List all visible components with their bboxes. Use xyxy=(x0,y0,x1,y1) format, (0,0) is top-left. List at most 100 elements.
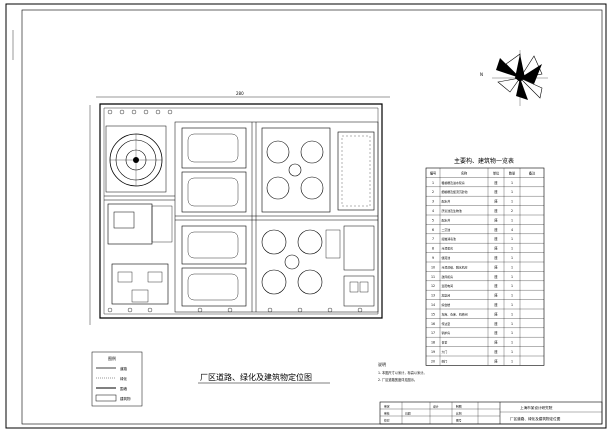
table-title: 主要构、建筑物一览表 xyxy=(454,157,514,165)
table-cell-unit: 座 xyxy=(494,255,498,260)
north-arrow-icon: N xyxy=(480,50,548,106)
table-cell-unit: 座 xyxy=(494,358,498,363)
table-cell-qty: 1 xyxy=(511,190,513,194)
table-cell-qty: 1 xyxy=(511,247,513,251)
table-cell-no: 9 xyxy=(432,256,434,260)
table-cell-no: 3 xyxy=(432,200,434,204)
table-cell-qty: 1 xyxy=(511,218,513,222)
table-cell-no: 17 xyxy=(431,331,435,335)
project-name: 厂区道路、绿化及建筑物定位图 xyxy=(510,416,561,421)
table-cell-name: 食堂 xyxy=(442,340,448,345)
title-field: 校对 xyxy=(384,419,390,423)
table-cell-qty: 1 xyxy=(511,275,513,279)
dim-top: 280 xyxy=(236,91,244,96)
table-cell-no: 2 xyxy=(432,190,434,194)
table-cell-qty: 1 xyxy=(511,181,513,185)
site-boundary xyxy=(99,103,383,319)
drawing-title: 厂区道路、绿化及建筑物定位图 xyxy=(200,372,312,382)
title-field: 审定 xyxy=(384,405,390,409)
table-cell-unit: 座 xyxy=(494,349,498,354)
table-cell-unit: 座 xyxy=(494,199,498,204)
company-name: 上海市某设计研究院 xyxy=(520,405,553,410)
title-field: 日期 xyxy=(405,412,411,416)
notes: 说明 1. 本图尺寸以米计，标高以米计。 2. 厂区道路宽度详见图示。 xyxy=(378,361,427,382)
table-cell-unit: 座 xyxy=(494,330,498,335)
table-cell-qty: 1 xyxy=(511,303,513,307)
table-cell-qty: 1 xyxy=(511,294,513,298)
table-cell-no: 16 xyxy=(431,322,435,326)
note-line: 1. 本图尺寸以米计，标高以米计。 xyxy=(378,370,427,375)
title-field: 审核 xyxy=(384,412,390,416)
table-cell-no: 11 xyxy=(431,275,435,279)
note-line: 2. 厂区道路宽度详见图示。 xyxy=(378,377,417,382)
table-header: 单位 xyxy=(493,170,500,175)
site-plan xyxy=(99,103,383,319)
table-cell-qty: 1 xyxy=(511,341,513,345)
table-cell-qty: 1 xyxy=(511,200,513,204)
table-cell-unit: 座 xyxy=(494,208,498,213)
table-cell-no: 6 xyxy=(432,228,434,232)
table-cell-name: 污泥泵房 xyxy=(442,246,454,251)
table-cell-no: 4 xyxy=(432,209,434,213)
table-cell-name: 接触消毒池 xyxy=(442,236,457,241)
table-cell-unit: 座 xyxy=(494,293,498,298)
legend-item: 绿化 xyxy=(120,376,127,381)
table-cell-unit: 座 xyxy=(494,283,498,288)
table-cell-qty: 1 xyxy=(511,312,513,316)
legend-item: 围墙 xyxy=(120,386,127,391)
table-cell-unit: 座 xyxy=(494,227,498,232)
table-cell-no: 5 xyxy=(432,218,434,222)
title-field: 图号 xyxy=(456,419,462,423)
table-cell-qty: 1 xyxy=(511,322,513,326)
title-block: 审定 审核 校对 设计 制图 比例 图号 日期 上海市某设计研究院 厂区道路、绿… xyxy=(379,401,603,425)
table-border xyxy=(425,167,545,366)
table-cell-name: 粗格栅及进水泵房 xyxy=(442,180,465,185)
table-cell-name: 加氯间 xyxy=(442,293,451,298)
table-cell-no: 13 xyxy=(431,294,435,298)
table-cell-name: 二沉池 xyxy=(442,227,451,232)
table-header: 编号 xyxy=(430,170,436,175)
table-cell-no: 1 xyxy=(432,181,434,185)
table-cell-unit: 座 xyxy=(494,302,498,307)
table-cell-unit: 座 xyxy=(494,236,498,241)
table-cell-name: 储泥池 xyxy=(442,255,451,260)
table-header: 名称 xyxy=(461,170,468,175)
table-cell-name: 大门 xyxy=(442,349,448,354)
table-cell-name: 侧门 xyxy=(442,358,448,363)
title-field: 比例 xyxy=(456,412,462,416)
table-header: 数量 xyxy=(509,170,516,175)
table-cell-unit: 座 xyxy=(494,217,498,222)
table-cell-unit: 座 xyxy=(494,180,498,185)
table-cell-no: 15 xyxy=(431,312,435,316)
table-cell-name: 车库、仓库、机修间 xyxy=(442,311,468,316)
table-cell-unit: 座 xyxy=(494,246,498,251)
table-header: 备注 xyxy=(529,170,536,175)
table-cell-name: 细格栅及旋流沉砂池 xyxy=(442,189,468,194)
table-cell-name: 鼓风机房 xyxy=(442,274,454,279)
table-cell-unit: 座 xyxy=(494,264,498,269)
table-cell-no: 18 xyxy=(431,341,435,345)
table-cell-no: 10 xyxy=(431,265,435,269)
title-field: 设计 xyxy=(433,405,439,409)
table-cell-qty: 1 xyxy=(511,350,513,354)
table-cell-qty: 1 xyxy=(511,256,513,260)
table-cell-name: 配水井 xyxy=(442,217,451,222)
legend-title: 图例 xyxy=(108,355,116,361)
table-cell-no: 20 xyxy=(431,359,435,363)
table-cell-unit: 座 xyxy=(494,311,498,316)
outer-frame xyxy=(5,3,607,429)
table-cell-name: 锅炉房 xyxy=(442,330,451,335)
table-cell-qty: 4 xyxy=(511,228,513,232)
table-cell-unit: 座 xyxy=(494,321,498,326)
title-field: 制图 xyxy=(456,405,462,409)
table-cell-unit: 座 xyxy=(494,274,498,279)
table-cell-name: 综合楼 xyxy=(442,302,451,307)
table-cell-qty: 1 xyxy=(511,284,513,288)
table-cell-name: 变配电间 xyxy=(442,283,454,288)
table-cell-name: 厌氧池及生物池 xyxy=(442,208,462,213)
inner-frame xyxy=(21,9,603,425)
table-cell-unit: 座 xyxy=(494,189,498,194)
north-label: N xyxy=(480,72,483,77)
